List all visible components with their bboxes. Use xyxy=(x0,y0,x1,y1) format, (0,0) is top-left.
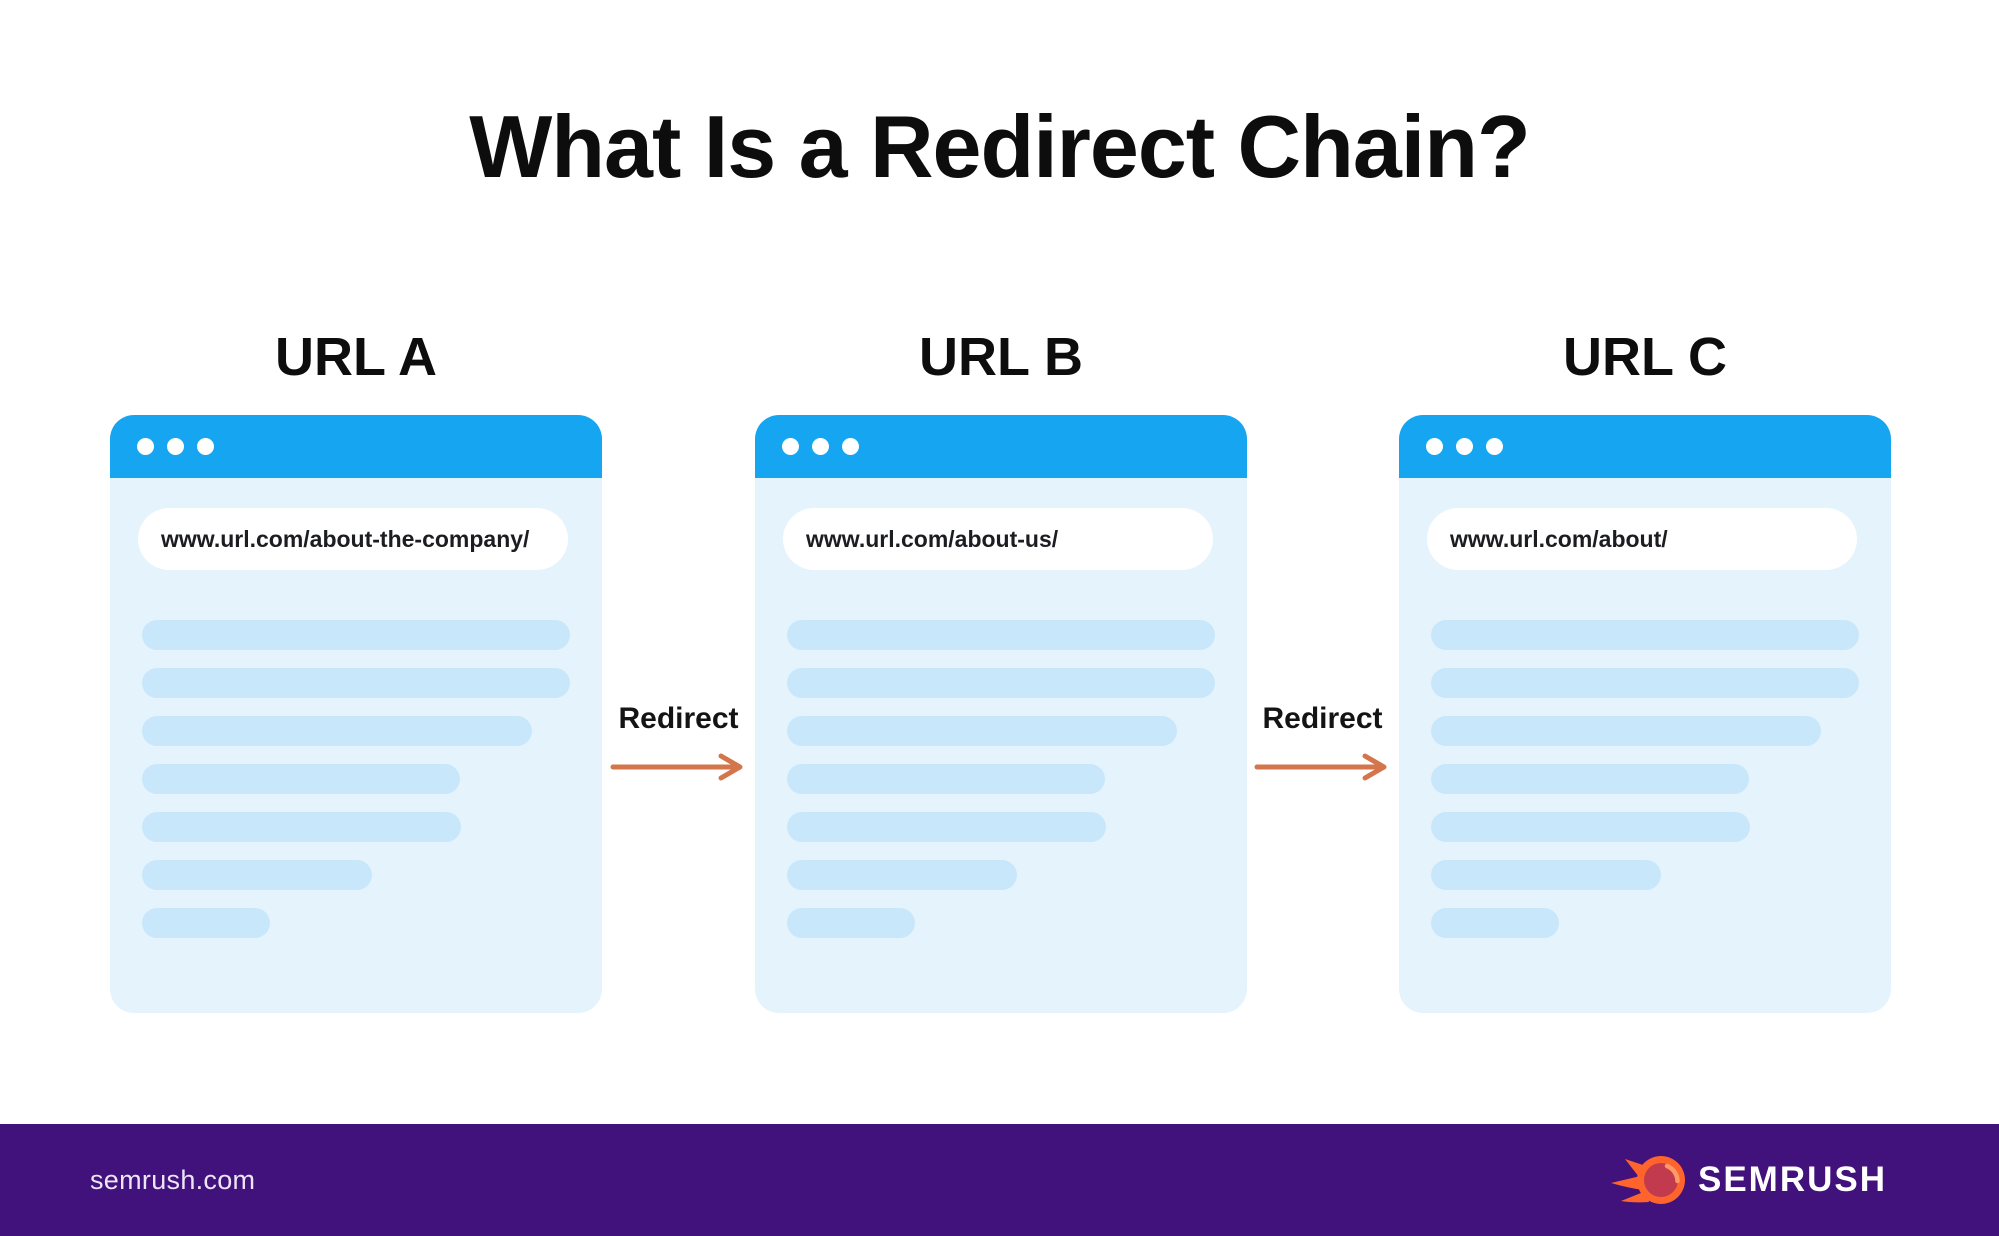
window-dot-icon xyxy=(812,438,829,455)
skeleton-line xyxy=(787,716,1177,746)
skeleton-line xyxy=(142,860,372,890)
skeleton-line xyxy=(142,764,460,794)
url-text: www.url.com/about-us/ xyxy=(806,525,1059,552)
skeleton-line xyxy=(787,668,1215,698)
window-label-url-a: URL A xyxy=(275,327,437,387)
page-title: What Is a Redirect Chain? xyxy=(469,97,1531,196)
skeleton-line xyxy=(787,860,1017,890)
skeleton-line xyxy=(142,668,570,698)
skeleton-line xyxy=(142,620,570,650)
skeleton-line xyxy=(787,908,915,938)
window-label-url-c: URL C xyxy=(1562,327,1727,387)
window-dot-icon xyxy=(197,438,214,455)
skeleton-line xyxy=(1431,620,1859,650)
footer-site-text: semrush.com xyxy=(90,1164,256,1195)
footer-bar: semrush.com SEMRUSH xyxy=(0,1124,1999,1236)
redirect-label: Redirect xyxy=(618,702,739,735)
skeleton-line xyxy=(142,716,532,746)
browser-window-b: www.url.com/about-us/ xyxy=(755,415,1247,1013)
skeleton-line xyxy=(1431,812,1750,842)
address-bar: www.url.com/about-the-company/ xyxy=(138,508,568,570)
redirect-arrow-icon xyxy=(1254,753,1387,781)
redirect-step-2: Redirect xyxy=(1254,702,1391,782)
url-text: www.url.com/about-the-company/ xyxy=(161,525,530,552)
window-dot-icon xyxy=(167,438,184,455)
window-dot-icon xyxy=(782,438,799,455)
page-content-skeleton xyxy=(787,620,1247,938)
skeleton-line xyxy=(1431,764,1749,794)
window-dot-icon xyxy=(1426,438,1443,455)
address-bar: www.url.com/about/ xyxy=(1427,508,1857,570)
redirect-arrow-icon xyxy=(610,753,743,781)
browser-window-c: www.url.com/about/ xyxy=(1399,415,1891,1013)
skeleton-line xyxy=(787,620,1215,650)
address-bar: www.url.com/about-us/ xyxy=(783,508,1213,570)
redirect-label: Redirect xyxy=(1262,702,1383,735)
skeleton-line xyxy=(1431,716,1821,746)
page-content-skeleton xyxy=(1431,620,1891,938)
semrush-logo-wordmark: SEMRUSH xyxy=(1697,1160,1887,1199)
window-dot-icon xyxy=(1486,438,1503,455)
window-dot-icon xyxy=(137,438,154,455)
skeleton-line xyxy=(787,812,1106,842)
page-content-skeleton xyxy=(142,620,602,938)
skeleton-line xyxy=(1431,860,1661,890)
skeleton-line xyxy=(1431,908,1559,938)
redirect-step-1: Redirect xyxy=(610,702,747,782)
browser-window-a: www.url.com/about-the-company/ xyxy=(110,415,602,1013)
window-dot-icon xyxy=(842,438,859,455)
semrush-logo: SEMRUSH xyxy=(1610,1152,1887,1208)
window-dot-icon xyxy=(1456,438,1473,455)
browser-titlebar xyxy=(755,415,1247,478)
skeleton-line xyxy=(142,908,270,938)
window-label-url-b: URL B xyxy=(918,327,1083,387)
semrush-flame-icon xyxy=(1610,1156,1685,1204)
url-text: www.url.com/about/ xyxy=(1450,525,1668,552)
skeleton-line xyxy=(1431,668,1859,698)
browser-titlebar xyxy=(110,415,602,478)
browser-titlebar xyxy=(1399,415,1891,478)
skeleton-line xyxy=(142,812,461,842)
skeleton-line xyxy=(787,764,1105,794)
